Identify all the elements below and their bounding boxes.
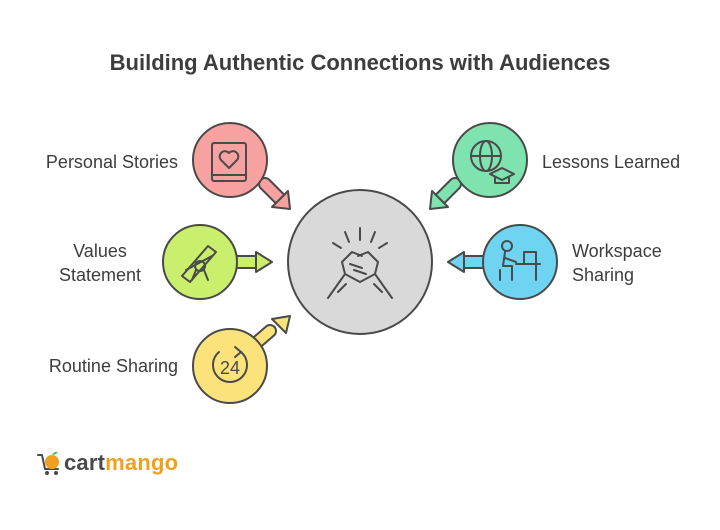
values-statement-arrow [255,251,273,273]
workspace-sharing-label: Workspace Sharing [572,241,662,285]
logo-text-cart: cart [64,450,106,475]
routine-sharing-circle [192,328,268,404]
workspace-sharing-circle [482,224,558,300]
values-statement-label: Values Statement [58,241,142,285]
personal-stories-arrow [271,190,291,210]
lessons-learned-circle [452,122,528,198]
person-at-desk-icon [499,240,541,281]
logo-text-mango: mango [105,450,179,475]
workspace-sharing-arrow [447,251,465,273]
routine-sharing-label: Routine Sharing [48,356,178,376]
lessons-learned-arrow [429,190,449,210]
24-hour-icon-text: 24 [220,358,240,378]
cartmango-logo: cartmango [36,448,178,478]
center-circle [287,189,433,335]
personal-stories-label: Personal Stories [45,152,178,172]
mango-cart-icon [37,451,59,475]
diploma-icon [181,245,217,283]
handshake-icon [327,227,393,299]
book-heart-icon [211,142,247,182]
routine-sharing-arrow [271,315,291,334]
24-hour-icon [212,346,248,383]
lessons-learned-label: Lessons Learned [542,152,681,172]
page-title: Building Authentic Connections with Audi… [109,50,611,75]
personal-stories-circle [192,122,268,198]
globe-graduation-cap-icon [470,140,515,184]
